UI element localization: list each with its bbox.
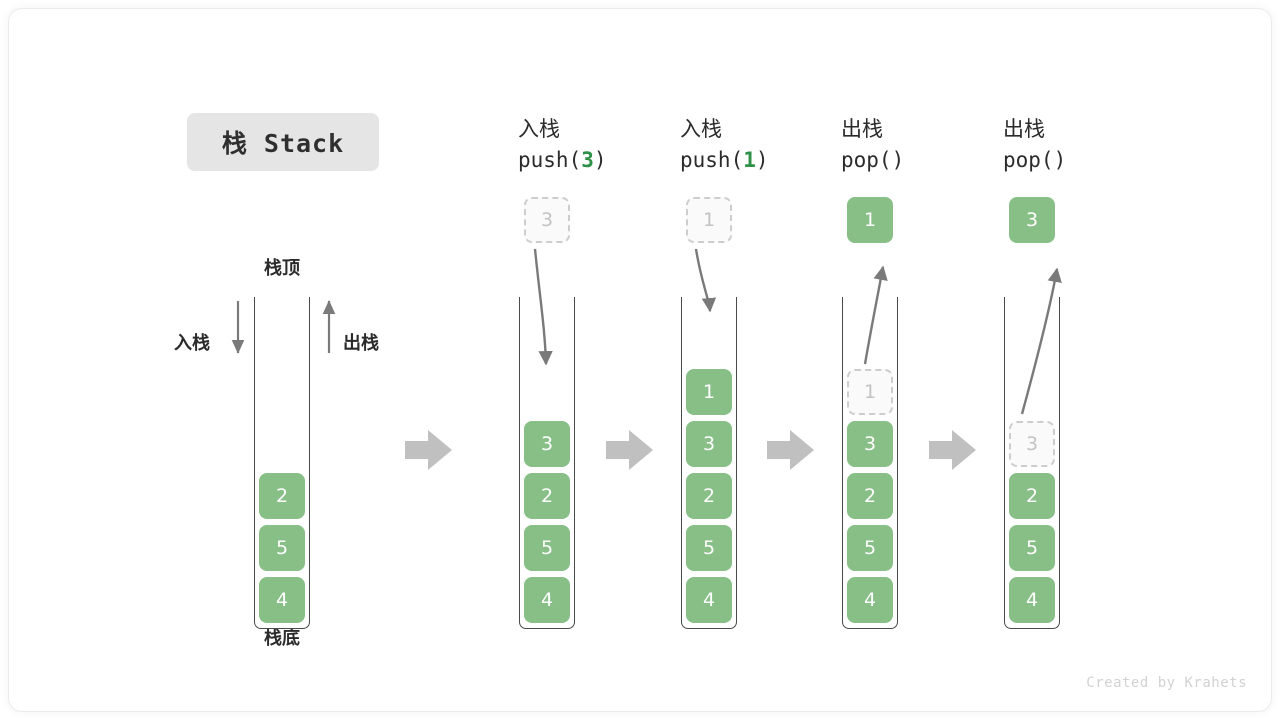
stack-cell: 4 <box>686 577 732 623</box>
step-operation-name: 出栈 <box>841 117 883 141</box>
stack-container <box>254 297 310 629</box>
step-heading: 出栈 pop() <box>841 114 904 176</box>
stack-cell: 3 <box>847 421 893 467</box>
stack-cell: 4 <box>847 577 893 623</box>
stack-container <box>681 297 737 629</box>
step-heading: 入栈 push(3) <box>518 114 607 176</box>
stack-cell: 2 <box>847 473 893 519</box>
stack-cell-placeholder: 1 <box>847 369 893 415</box>
step-operation-name: 入栈 <box>518 117 560 141</box>
stack-cell: 4 <box>524 577 570 623</box>
stack-cell: 5 <box>524 525 570 571</box>
step-operation-code: pop() <box>1003 148 1067 172</box>
stack-cell: 3 <box>524 421 570 467</box>
step-operation-code: push(3) <box>518 148 607 172</box>
stack-container <box>519 297 575 629</box>
stack-top-label: 栈顶 <box>264 258 300 279</box>
floating-element: 3 <box>524 197 570 243</box>
diagram-title-badge: 栈 Stack <box>187 113 379 171</box>
stack-cell: 5 <box>259 525 305 571</box>
stack-cell: 4 <box>1009 577 1055 623</box>
stack-cell: 2 <box>524 473 570 519</box>
stack-cell: 3 <box>686 421 732 467</box>
step-operation-name: 入栈 <box>680 117 722 141</box>
step-operation-code: pop() <box>841 148 905 172</box>
step-heading: 出栈 pop() <box>1003 114 1066 176</box>
transition-arrow <box>405 430 452 470</box>
stack-push-label: 入栈 <box>174 333 210 354</box>
floating-element: 3 <box>1009 197 1055 243</box>
stack-cell: 5 <box>847 525 893 571</box>
stack-cell: 2 <box>686 473 732 519</box>
floating-element: 1 <box>847 197 893 243</box>
step-heading: 入栈 push(1) <box>680 114 769 176</box>
stack-container <box>1004 297 1060 629</box>
transition-arrow <box>606 430 653 470</box>
transition-arrow <box>767 430 814 470</box>
step-operation-argument: 3 <box>581 148 594 172</box>
stack-cell: 1 <box>686 369 732 415</box>
stack-pop-label: 出栈 <box>343 333 379 354</box>
stack-cell: 5 <box>1009 525 1055 571</box>
stack-cell: 4 <box>259 577 305 623</box>
step-operation-argument: 1 <box>743 148 756 172</box>
step-operation-code: push(1) <box>680 148 769 172</box>
stack-cell-placeholder: 3 <box>1009 421 1055 467</box>
credit-text: Created by Krahets <box>1086 675 1247 691</box>
stack-cell: 2 <box>259 473 305 519</box>
stack-cell: 2 <box>1009 473 1055 519</box>
stack-cell: 5 <box>686 525 732 571</box>
step-operation-name: 出栈 <box>1003 117 1045 141</box>
stack-bottom-label: 栈底 <box>264 628 300 649</box>
floating-element: 1 <box>686 197 732 243</box>
transition-arrow <box>929 430 976 470</box>
stack-container <box>842 297 898 629</box>
